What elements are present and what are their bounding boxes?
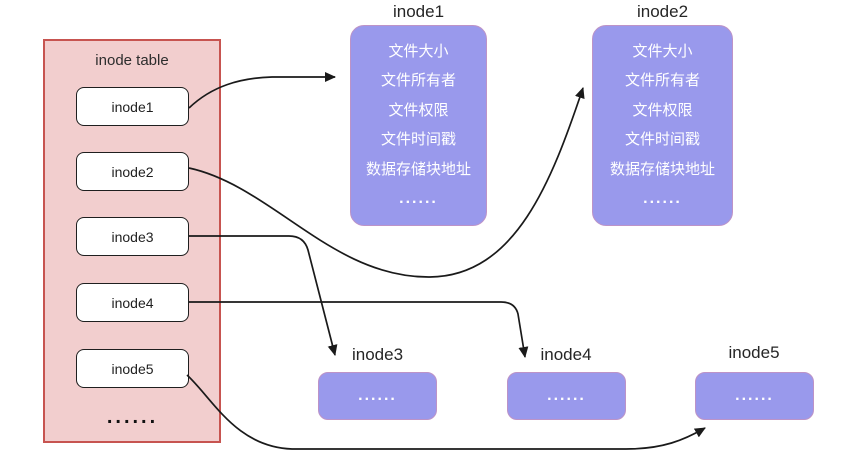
stub-node-inode5: ...... <box>695 372 814 420</box>
table-entry-inode1: inode1 <box>76 87 189 126</box>
inode-table-title: inode table <box>95 52 169 69</box>
stub-node-title-inode4: inode4 <box>540 345 592 364</box>
detail-node-inode1: 文件大小 文件所有者 文件权限 文件时间戳 数据存储块地址 ...... <box>350 25 487 226</box>
inode2-field-permission: 文件权限 <box>632 101 693 119</box>
stub-node-inode3: ...... <box>318 372 437 420</box>
inode1-field-timestamp: 文件时间戳 <box>380 131 456 149</box>
inode2-field-block-address: 数据存储块地址 <box>609 160 715 178</box>
inode1-field-size: 文件大小 <box>388 42 449 60</box>
table-entry-inode5: inode5 <box>76 349 189 388</box>
inode1-field-owner: 文件所有者 <box>380 72 456 90</box>
detail-node-title-inode1: inode1 <box>392 2 445 21</box>
table-ellipsis: ...... <box>106 406 159 428</box>
stub-node-title-inode3: inode3 <box>351 345 404 364</box>
table-entry-inode3: inode3 <box>76 217 189 256</box>
detail-node-title-inode2: inode2 <box>636 2 689 21</box>
table-entry-inode2: inode2 <box>76 152 189 191</box>
detail-node-inode2: 文件大小 文件所有者 文件权限 文件时间戳 数据存储块地址 ...... <box>592 25 733 226</box>
table-entry-inode4: inode4 <box>76 283 189 322</box>
inode2-field-timestamp: 文件时间戳 <box>624 131 700 149</box>
inode1-field-permission: 文件权限 <box>388 101 449 119</box>
inode2-field-size: 文件大小 <box>632 42 693 60</box>
stub-node-title-inode5: inode5 <box>728 343 780 362</box>
inode1-field-block-address: 数据存储块地址 <box>365 160 471 178</box>
inode2-field-owner: 文件所有者 <box>624 72 700 90</box>
arrow-inode5 <box>186 374 706 450</box>
stub-node-inode4: ...... <box>507 372 626 420</box>
inode1-field-ellipsis: ...... <box>399 190 438 208</box>
inode2-field-ellipsis: ...... <box>643 190 682 208</box>
